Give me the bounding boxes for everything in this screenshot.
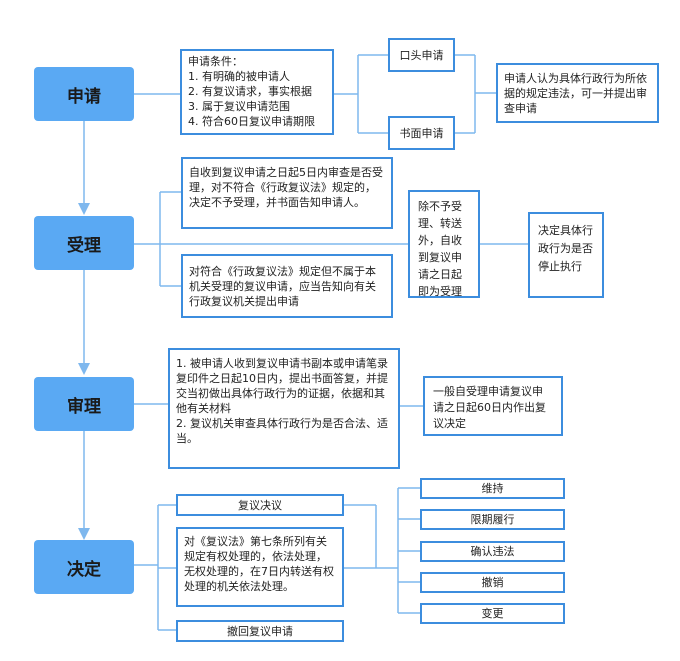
stage-apply: 申请 [34,67,134,121]
suspend-execution-box: 决定具体行政行为是否停止执行 [528,212,604,298]
article7-box: 对《复议法》第七条所列有关规定有权处理的，依法处理，无权处理的，在7日内转送有权… [176,527,344,607]
outcome-revoke-box: 撤销 [420,572,565,593]
written-application-box: 书面申请 [388,116,455,150]
outcome-confirm-illegal-box: 确认违法 [420,541,565,562]
not-jurisdiction-box: 对符合《行政复议法》规定但不属于本机关受理的复议申请，应当告知向有关行政复议机关… [181,254,393,318]
decision-deadline-box: 一般自受理申请复议申请之日起60日内作出复议决定 [423,376,563,436]
regulation-review-note-box: 申请人认为具体行政行为所依据的规定违法，可一并提出审查申请 [496,63,659,123]
acceptance-review-box: 自收到复议申请之日起5日内审查是否受理，对不符合《行政复议法》规定的，决定不予受… [181,157,393,229]
review-process-box: 1. 被申请人收到复议申请书副本或申请笔录复印件之日起10日内，提出书面答复，并… [168,348,400,469]
stage-accept: 受理 [34,216,134,270]
outcome-uphold-box: 维持 [420,478,565,499]
outcome-change-box: 变更 [420,603,565,624]
decision-box: 复议决议 [176,494,344,516]
oral-application-box: 口头申请 [388,38,455,72]
deemed-accepted-box: 除不予受理、转送外，自收到复议申请之日起即为受理 [408,190,480,298]
apply-conditions-box: 申请条件： 1. 有明确的被申请人 2. 有复议请求，事实根据 3. 属于复议申… [180,49,334,135]
withdraw-application-box: 撤回复议申请 [176,620,344,642]
outcome-deadline-perform-box: 限期履行 [420,509,565,530]
stage-decide: 决定 [34,540,134,594]
stage-review: 审理 [34,377,134,431]
